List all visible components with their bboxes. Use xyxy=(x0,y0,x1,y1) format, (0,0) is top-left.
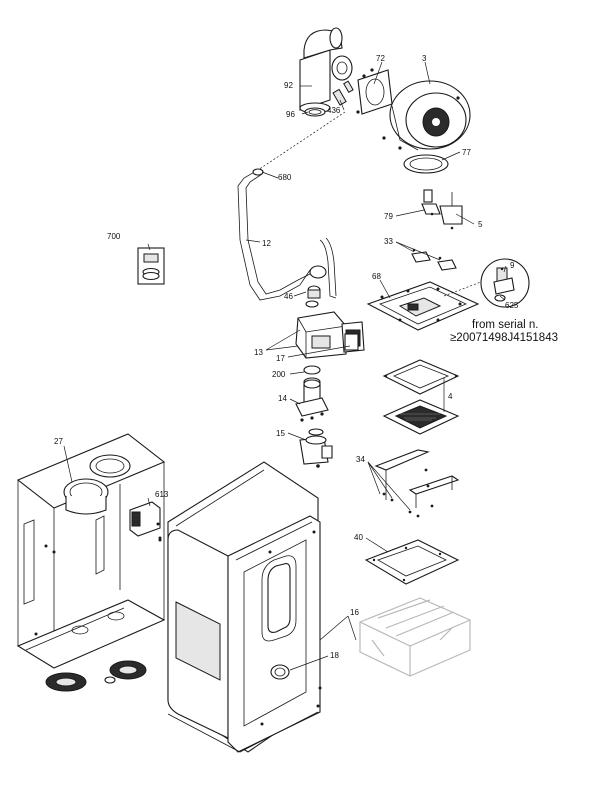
bracket-79-part xyxy=(421,189,463,230)
burner-mesh-4 xyxy=(382,399,460,435)
combustion-frame-40 xyxy=(364,539,460,585)
callout-labels: 3 72 92 96 436 77 680 12 46 13 17 200 14… xyxy=(54,54,558,660)
serial-note-line2: ≥20071498J4151843 xyxy=(450,332,558,344)
callout-200: 200 xyxy=(272,370,286,379)
callout-3: 3 xyxy=(422,54,427,63)
cable-grommets xyxy=(45,660,147,692)
gas-valve-part xyxy=(295,300,365,359)
callout-77: 77 xyxy=(462,148,471,157)
callout-68: 68 xyxy=(372,272,381,281)
brackets-33-part xyxy=(411,248,457,271)
front-casing-16 xyxy=(167,461,322,753)
valve-15-part xyxy=(299,428,333,468)
fan-flange-part xyxy=(356,68,393,115)
callout-18: 18 xyxy=(330,651,339,660)
callout-4: 4 xyxy=(448,392,453,401)
callout-15: 15 xyxy=(276,429,285,438)
callout-12: 12 xyxy=(262,239,271,248)
callout-14: 14 xyxy=(278,394,287,403)
callout-613: 613 xyxy=(155,490,169,499)
leader-lines xyxy=(63,61,507,671)
gasket-frame-4 xyxy=(382,359,460,395)
callout-27: 27 xyxy=(54,437,63,446)
callout-46: 46 xyxy=(284,292,293,301)
callout-17: 17 xyxy=(276,354,285,363)
boiler-chassis-27 xyxy=(16,433,166,669)
callout-5: 5 xyxy=(478,220,483,229)
serial-note-line1: from serial n. xyxy=(472,319,538,331)
support-rails-34 xyxy=(374,449,460,518)
callout-33: 33 xyxy=(384,237,393,246)
gas-tube-14-part xyxy=(295,379,329,422)
callout-79: 79 xyxy=(384,212,393,221)
callout-16: 16 xyxy=(350,608,359,617)
callout-92: 92 xyxy=(284,81,293,90)
callout-625: 625 xyxy=(505,301,519,310)
fan-assembly-part xyxy=(382,80,471,151)
burner-cover-plate-68 xyxy=(366,281,480,331)
spare-kit-700 xyxy=(137,247,165,285)
callout-96: 96 xyxy=(286,110,295,119)
callout-34: 34 xyxy=(356,455,365,464)
callout-13: 13 xyxy=(254,348,263,357)
heat-exchanger-ghost xyxy=(359,597,471,677)
gas-pipe-part xyxy=(237,168,337,301)
detail-inset-circle xyxy=(480,258,530,308)
callout-40: 40 xyxy=(354,533,363,542)
callout-9: 9 xyxy=(510,261,515,270)
callout-436: 436 xyxy=(327,106,341,115)
transformer-613 xyxy=(129,501,162,540)
callout-680: 680 xyxy=(278,173,292,182)
gasket-ring xyxy=(304,107,326,117)
callout-72: 72 xyxy=(376,54,385,63)
callout-700: 700 xyxy=(107,232,121,241)
fitting-part xyxy=(332,80,354,106)
